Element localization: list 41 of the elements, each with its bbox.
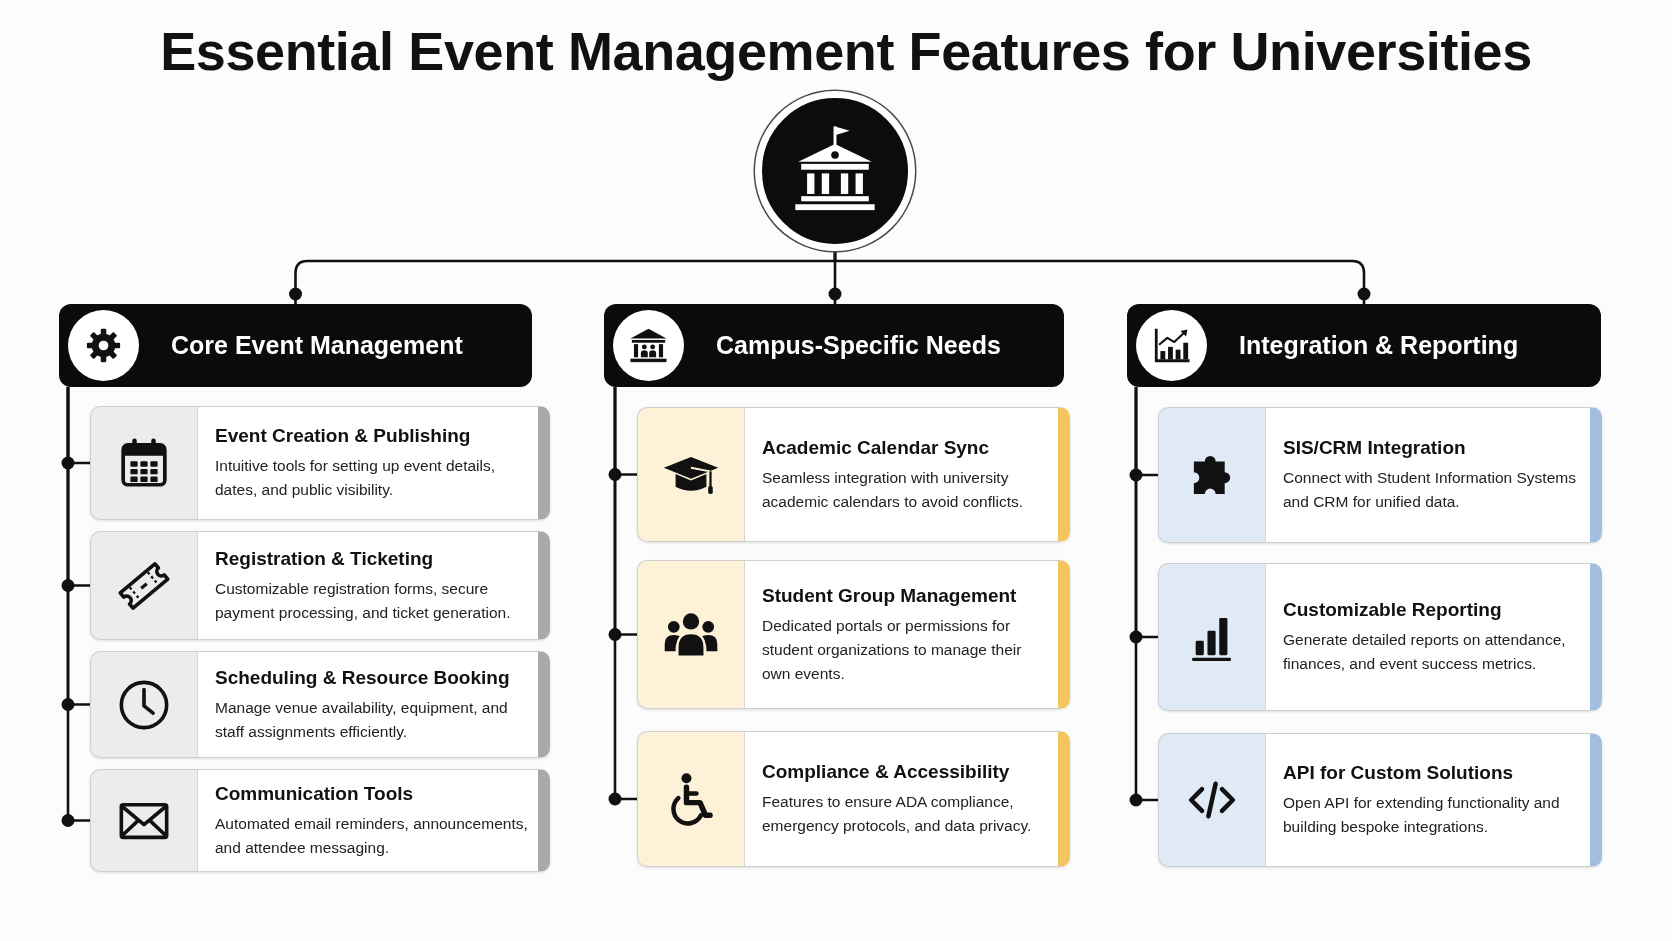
card-description: Automated email reminders, announcements, and attendee messaging.: [215, 813, 529, 858]
card-title: Customizable Reporting: [1283, 598, 1503, 622]
card-description: Open API for extending functionality and building bespoke integrations.: [1283, 793, 1561, 837]
card-title: API for Custom Solutions: [1283, 761, 1515, 785]
section-title: Integration & Reporting: [1239, 331, 1519, 360]
feature-card: [90, 651, 550, 758]
section-header: [1127, 304, 1601, 387]
feature-card: [637, 731, 1070, 867]
card-title: Student Group Management: [762, 583, 1018, 608]
feature-card: [637, 560, 1070, 709]
card-title: Compliance & Accessibility: [762, 760, 1011, 784]
card-title: Scheduling & Resource Booking: [215, 665, 511, 690]
section-title: Core Event Management: [171, 331, 463, 360]
feature-card: [90, 531, 550, 640]
card-description: Intuitive tools for setting up event details, dates, and public visibility.: [215, 456, 497, 500]
feature-card: [1158, 563, 1602, 711]
card-description: Manage venue availability, equipment, and staff assignments efficiently.: [215, 697, 509, 742]
connector-line: [61, 387, 90, 827]
page-title: Essential Event Management Features for Universities: [160, 20, 1532, 83]
feature-card: [637, 407, 1070, 542]
card-title: Communication Tools: [215, 781, 415, 806]
feature-card: [90, 406, 550, 520]
card-description: Customizable registration forms, secure payment processing, and ticket generation.: [215, 578, 512, 623]
card-title: Academic Calendar Sync: [762, 435, 991, 460]
card-description: Dedicated portals or permissions for student organizations to manage their own events.: [762, 615, 1023, 684]
card-description: Generate detailed reports on attendance, finances, and event success metrics.: [1283, 630, 1567, 674]
feature-card: [1158, 407, 1602, 543]
card-title: Event Creation & Publishing: [215, 424, 472, 448]
connector-line: [833, 251, 1371, 304]
card-description: Features to ensure ADA compliance, emergency protocols, and data privacy.: [762, 792, 1033, 836]
card-description: Connect with Student Information Systems and CRM for unified data.: [1283, 468, 1577, 512]
section-header: [604, 304, 1064, 387]
connector-line: [1129, 387, 1158, 807]
section-header: [59, 304, 532, 387]
card-title: Registration & Ticketing: [215, 546, 435, 571]
section-title: Campus-Specific Needs: [716, 331, 1001, 360]
feature-card: [90, 769, 550, 872]
feature-card: [1158, 733, 1602, 867]
connector-line: [608, 387, 637, 806]
card-title: SIS/CRM Integration: [1283, 436, 1467, 460]
card-description: Seamless integration with university academic calendars to avoid conflicts.: [762, 467, 1025, 512]
